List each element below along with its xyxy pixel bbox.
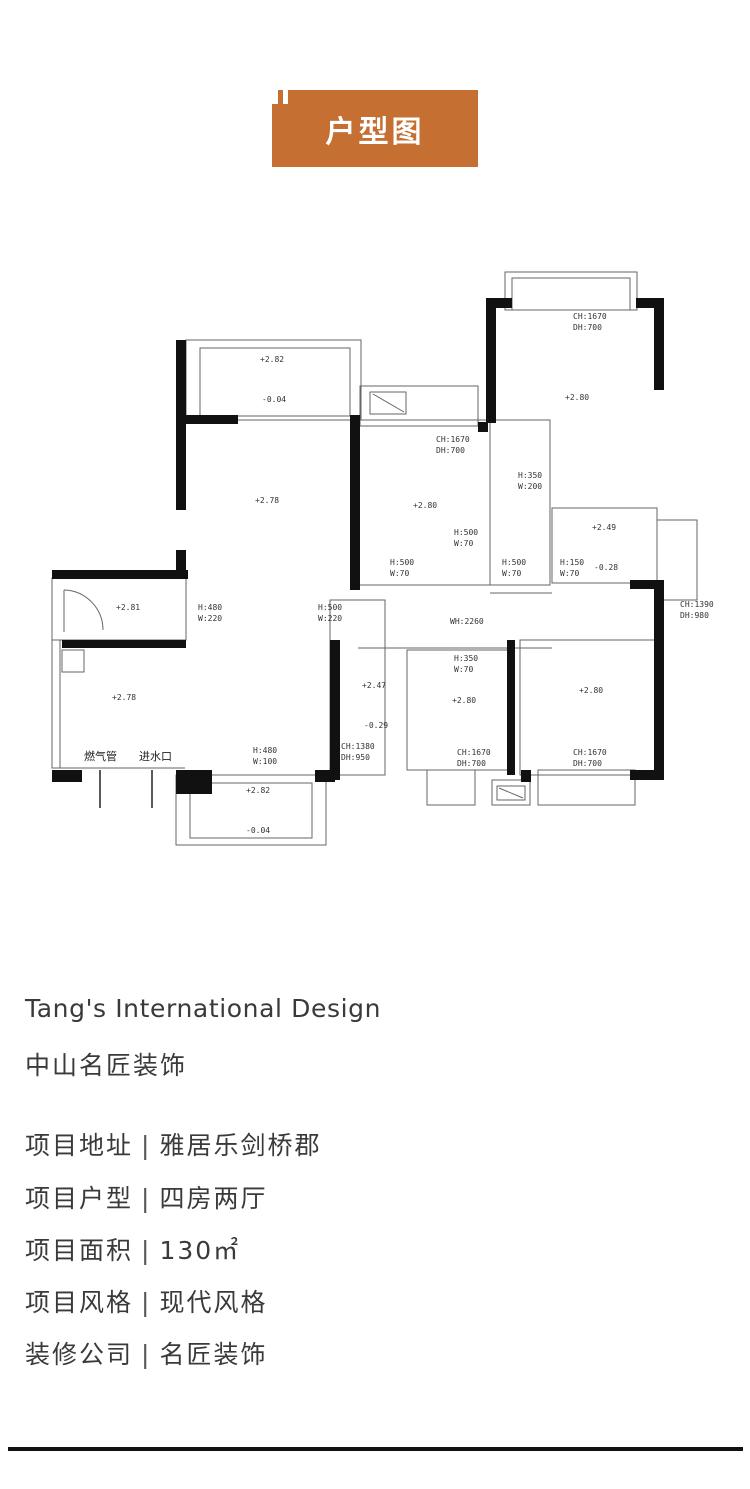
level-marker: +2.82 xyxy=(260,355,284,364)
opening-labels: CH:1670 DH:700 CH:1670 DH:700 H:350 W:20… xyxy=(198,312,714,768)
detail-row-address: 项目地址|雅居乐剑桥郡 xyxy=(25,1126,321,1162)
detail-row-area: 项目面积|130㎡ xyxy=(25,1231,240,1267)
detail-value: 名匠装饰 xyxy=(159,1340,268,1369)
level-marker: +2.49 xyxy=(592,523,616,532)
company-name: 中山名匠装饰 xyxy=(25,1051,188,1080)
opening-label: H:480 xyxy=(198,603,222,612)
detail-label: 项目户型 xyxy=(25,1184,134,1213)
level-marker: +2.78 xyxy=(112,693,136,702)
water-inlet-note: 进水口 xyxy=(139,750,172,763)
detail-label: 项目面积 xyxy=(25,1236,134,1265)
gas-pipe-note: 燃气管 xyxy=(84,749,117,763)
detail-label: 项目地址 xyxy=(25,1131,134,1160)
level-marker: +2.80 xyxy=(413,501,437,510)
detail-label: 项目风格 xyxy=(25,1288,134,1317)
level-marker: +2.80 xyxy=(452,696,476,705)
opening-label: H:480 xyxy=(253,746,277,755)
opening-label: WH:2260 xyxy=(450,617,484,626)
opening-label: CH:1670 xyxy=(573,312,607,321)
opening-label: W:100 xyxy=(253,757,277,766)
detail-separator: | xyxy=(141,1236,152,1265)
detail-row-style: 项目风格|现代风格 xyxy=(25,1283,267,1319)
pipe-notes: 燃气管 进水口 xyxy=(84,749,172,808)
floor-plan: +2.82 -0.04 +2.78 +2.80 +2.80 +2.49 -0.2… xyxy=(40,260,714,864)
thick-walls xyxy=(52,298,664,794)
level-marker: +2.47 xyxy=(362,681,386,690)
opening-label: DH:700 xyxy=(573,323,602,332)
opening-label: H:350 xyxy=(518,471,542,480)
opening-label: CH:1670 xyxy=(436,435,470,444)
level-marker: +2.78 xyxy=(255,496,279,505)
level-marker: +2.82 xyxy=(246,786,270,795)
opening-label: DH:980 xyxy=(680,611,709,620)
opening-label: W:70 xyxy=(502,569,521,578)
opening-label: DH:950 xyxy=(341,753,370,762)
opening-label: H:500 xyxy=(502,558,526,567)
detail-row-company: 装修公司|名匠装饰 xyxy=(25,1335,267,1371)
badge-corner-mark xyxy=(278,90,283,104)
opening-label: CH:1390 xyxy=(680,600,714,609)
opening-label: CH:1380 xyxy=(341,742,375,751)
brand-name: Tang's International Design xyxy=(25,994,382,1023)
level-marker: -0.29 xyxy=(364,721,388,730)
bottom-divider xyxy=(8,1447,743,1451)
opening-label: W:70 xyxy=(560,569,579,578)
opening-label: DH:700 xyxy=(573,759,602,768)
opening-label: DH:700 xyxy=(457,759,486,768)
floor-plan-drawing: +2.82 -0.04 +2.78 +2.80 +2.80 +2.49 -0.2… xyxy=(51,271,714,846)
pipe-lines xyxy=(99,770,153,808)
level-marker: +2.80 xyxy=(565,393,589,402)
opening-label: H:500 xyxy=(454,528,478,537)
opening-label: CH:1670 xyxy=(573,748,607,757)
opening-label: W:200 xyxy=(518,482,542,491)
level-marker: +2.81 xyxy=(116,603,140,612)
detail-separator: | xyxy=(141,1131,152,1160)
title-badge: 户型图 xyxy=(272,90,478,167)
opening-label: W:70 xyxy=(454,539,473,548)
detail-value: 四房两厅 xyxy=(159,1184,268,1213)
level-markers: +2.82 -0.04 +2.78 +2.80 +2.80 +2.49 -0.2… xyxy=(112,355,618,835)
opening-label: DH:700 xyxy=(436,446,465,455)
opening-label: H:150 xyxy=(560,558,584,567)
thin-outlines xyxy=(51,271,698,846)
opening-label: W:70 xyxy=(390,569,409,578)
opening-label: H:500 xyxy=(318,603,342,612)
detail-row-layout: 项目户型|四房两厅 xyxy=(25,1179,267,1215)
detail-value: 130㎡ xyxy=(159,1236,241,1265)
detail-label: 装修公司 xyxy=(25,1340,134,1369)
opening-label: CH:1670 xyxy=(457,748,491,757)
level-marker: -0.28 xyxy=(594,563,618,572)
page-title: 户型图 xyxy=(325,114,425,150)
opening-label: H:350 xyxy=(454,654,478,663)
detail-separator: | xyxy=(141,1288,152,1317)
opening-label: W:220 xyxy=(198,614,222,623)
opening-label: W:70 xyxy=(454,665,473,674)
detail-separator: | xyxy=(141,1184,152,1213)
detail-separator: | xyxy=(141,1340,152,1369)
opening-label: W:220 xyxy=(318,614,342,623)
detail-value: 雅居乐剑桥郡 xyxy=(159,1131,322,1160)
opening-label: H:500 xyxy=(390,558,414,567)
detail-value: 现代风格 xyxy=(159,1288,268,1317)
level-marker: -0.04 xyxy=(262,395,286,404)
level-marker: +2.80 xyxy=(579,686,603,695)
level-marker: -0.04 xyxy=(246,826,270,835)
